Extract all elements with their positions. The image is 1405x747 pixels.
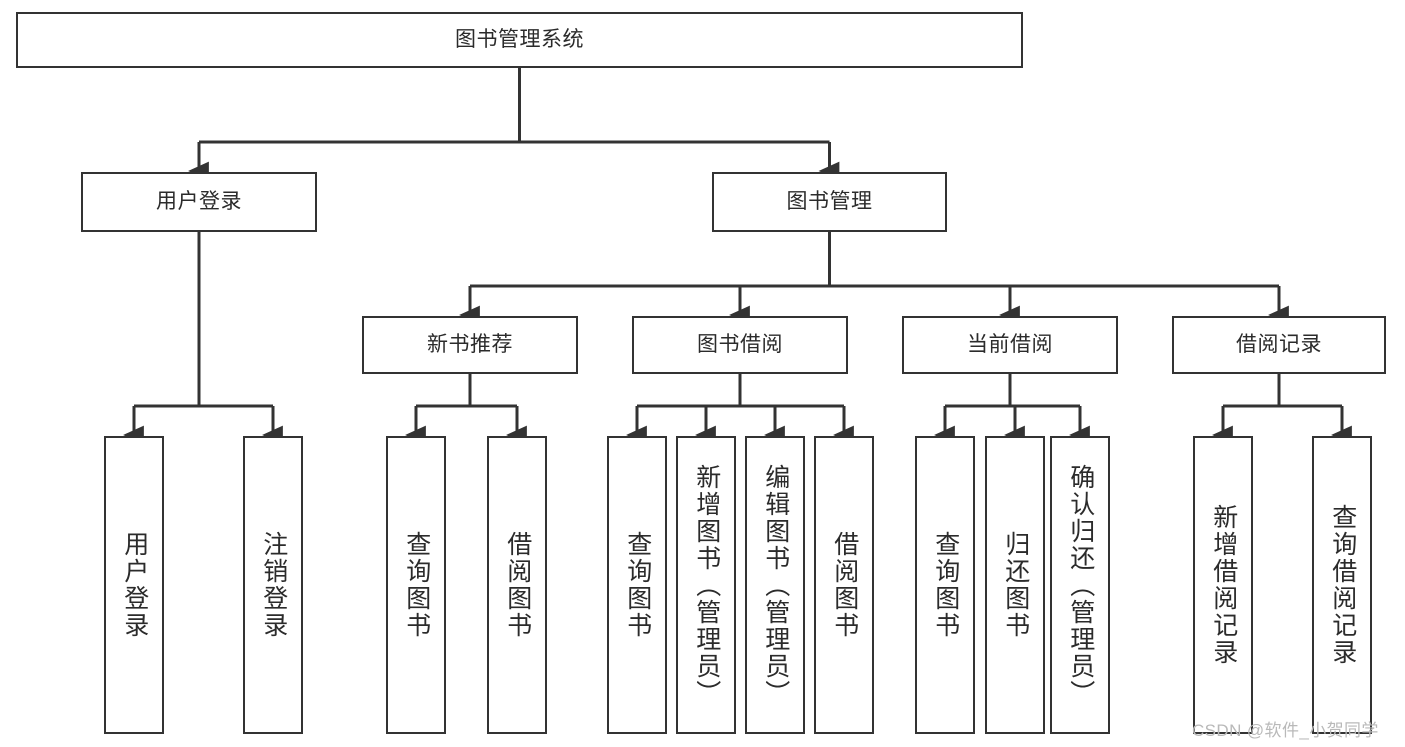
node-label-leaf-borrow-book-1: 借阅图书 [503, 531, 532, 639]
node-user-login[interactable]: 用户登录 [81, 172, 317, 232]
node-label-leaf-borrow-book-2: 借阅图书 [830, 531, 859, 639]
node-leaf-add-record[interactable]: 新增借阅记录 [1193, 436, 1253, 734]
node-label-user-login: 用户登录 [156, 189, 242, 213]
node-leaf-edit-book[interactable]: 编辑图书（管理员） [745, 436, 805, 734]
node-new-book-recommend[interactable]: 新书推荐 [362, 316, 578, 374]
node-label-book-borrow: 图书借阅 [697, 332, 783, 356]
node-label-leaf-add-book: 新增图书（管理员） [692, 463, 721, 707]
node-label-leaf-logout: 注销登录 [259, 531, 288, 639]
node-label-leaf-query-book-3: 查询图书 [931, 531, 960, 639]
node-leaf-return-book[interactable]: 归还图书 [985, 436, 1045, 734]
node-leaf-query-book-2[interactable]: 查询图书 [607, 436, 667, 734]
node-leaf-query-book-3[interactable]: 查询图书 [915, 436, 975, 734]
node-book-manage[interactable]: 图书管理 [712, 172, 947, 232]
node-label-leaf-user-login: 用户登录 [120, 531, 149, 639]
node-label-leaf-add-record: 新增借阅记录 [1209, 504, 1238, 666]
node-leaf-logout[interactable]: 注销登录 [243, 436, 303, 734]
node-current-borrow[interactable]: 当前借阅 [902, 316, 1118, 374]
node-book-borrow[interactable]: 图书借阅 [632, 316, 848, 374]
node-label-leaf-query-book-2: 查询图书 [623, 531, 652, 639]
node-leaf-query-record[interactable]: 查询借阅记录 [1312, 436, 1372, 734]
node-leaf-user-login[interactable]: 用户登录 [104, 436, 164, 734]
node-leaf-confirm-return[interactable]: 确认归还（管理员） [1050, 436, 1110, 734]
node-leaf-query-book-1[interactable]: 查询图书 [386, 436, 446, 734]
node-root[interactable]: 图书管理系统 [16, 12, 1023, 68]
node-label-leaf-return-book: 归还图书 [1001, 531, 1030, 639]
node-borrow-record[interactable]: 借阅记录 [1172, 316, 1386, 374]
node-leaf-borrow-book-1[interactable]: 借阅图书 [487, 436, 547, 734]
node-label-current-borrow: 当前借阅 [967, 332, 1053, 356]
node-label-leaf-query-book-1: 查询图书 [402, 531, 431, 639]
node-label-leaf-query-record: 查询借阅记录 [1328, 504, 1357, 666]
node-label-leaf-edit-book: 编辑图书（管理员） [761, 463, 790, 707]
node-label-root: 图书管理系统 [455, 27, 584, 51]
node-label-book-manage: 图书管理 [786, 189, 873, 213]
node-leaf-borrow-book-2[interactable]: 借阅图书 [814, 436, 874, 734]
node-label-borrow-record: 借阅记录 [1236, 332, 1322, 356]
node-label-leaf-confirm-return: 确认归还（管理员） [1066, 463, 1095, 707]
node-leaf-add-book[interactable]: 新增图书（管理员） [676, 436, 736, 734]
node-label-new-book-recommend: 新书推荐 [427, 332, 513, 356]
watermark-label: CSDN @软件_小贺同学 [1192, 721, 1379, 740]
connector-lines [123, 68, 1352, 445]
